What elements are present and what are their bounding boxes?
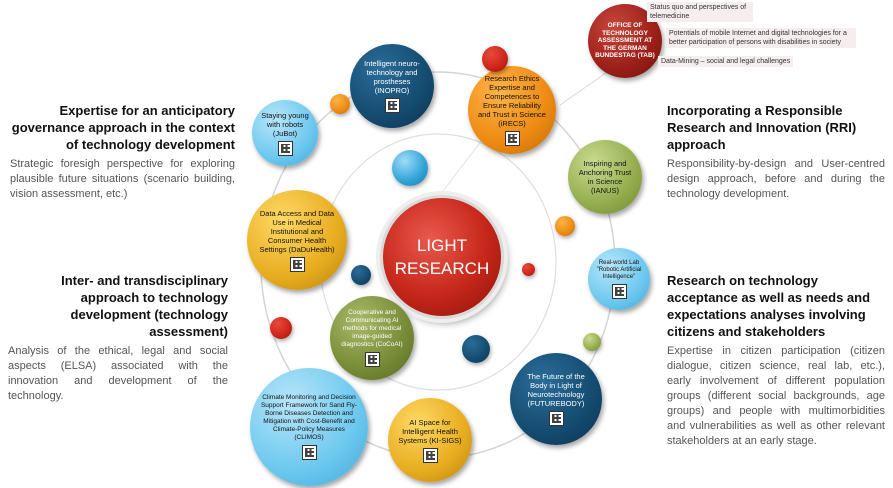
tab-office: OFFICE OF TECHNOLOGY ASSESSMENT AT THE G… bbox=[588, 4, 662, 78]
project-reallab: Real-world Lab "Robotic Artificial Intel… bbox=[588, 248, 650, 310]
acceptance-research-text: Expertise in citizen participation (citi… bbox=[667, 345, 885, 447]
decorative-dot bbox=[555, 216, 575, 236]
project-ianus-label: Inspiring and Anchoring Trust in Science… bbox=[578, 159, 632, 195]
anticipatory-governance-heading: Expertise for an anticipatory governance… bbox=[11, 103, 235, 152]
center-title-line1: LIGHT bbox=[416, 236, 468, 255]
qr-code-icon bbox=[289, 256, 305, 272]
acceptance-research-block: Research on technology acceptance as wel… bbox=[667, 272, 885, 449]
project-cocoai-label: Cooperative and Communicating AI methods… bbox=[341, 309, 403, 348]
qr-code-icon bbox=[364, 352, 380, 367]
anticipatory-governance-text: Strategic foresigh perspective for explo… bbox=[10, 158, 235, 200]
project-inopro: Intelligent neuro-technology and prosthe… bbox=[350, 44, 434, 128]
decorative-dot bbox=[351, 265, 371, 285]
transdisciplinary-heading: Inter- and transdisciplinary approach to… bbox=[61, 273, 228, 339]
project-futurebody-label: The Future of the Body in Light of Neuro… bbox=[527, 372, 585, 408]
project-daduhealth-label: Data Access and Data Use in Medical Inst… bbox=[259, 208, 335, 254]
transdisciplinary-text: Analysis of the ethical, legal and socia… bbox=[8, 345, 228, 402]
decorative-dot bbox=[522, 263, 535, 276]
project-jubot: Staying young with robots (JuBot) bbox=[252, 100, 318, 166]
project-kisigs-label: AI Space for Intelligent Health Systems … bbox=[398, 417, 462, 445]
qr-code-icon bbox=[611, 283, 627, 299]
qr-code-icon bbox=[504, 131, 520, 146]
project-daduhealth: Data Access and Data Use in Medical Inst… bbox=[247, 190, 347, 290]
project-futurebody: The Future of the Body in Light of Neuro… bbox=[510, 353, 602, 445]
qr-code-icon bbox=[277, 140, 293, 156]
decorative-dot bbox=[583, 333, 601, 351]
rri-heading: Incorporating a Responsible Research and… bbox=[667, 103, 857, 152]
light-research-center: LIGHT RESEARCH bbox=[380, 195, 504, 319]
anticipatory-governance-block: Expertise for an anticipatory governance… bbox=[10, 102, 235, 202]
project-jubot-label: Staying young with robots (JuBot) bbox=[261, 110, 309, 138]
project-reallab-label: Real-world Lab "Robotic Artificial Intel… bbox=[596, 259, 642, 280]
rri-text: Responsibility-by-design and User-centre… bbox=[667, 158, 885, 200]
transdisciplinary-block: Inter- and transdisciplinary approach to… bbox=[8, 272, 228, 404]
tab-note-data-mining: Data-Mining – social and legal challenge… bbox=[658, 56, 794, 67]
decorative-dot bbox=[392, 150, 428, 186]
tab-note-mobile-internet: Potentials of mobile Internet and digita… bbox=[666, 28, 856, 48]
decorative-dot bbox=[482, 46, 508, 72]
acceptance-research-heading: Research on technology acceptance as wel… bbox=[667, 273, 871, 339]
center-title-line2: RESEARCH bbox=[394, 259, 490, 278]
project-irecs-label: Research Ethics Expertise and Competence… bbox=[478, 74, 546, 128]
project-ianus: Inspiring and Anchoring Trust in Science… bbox=[568, 140, 642, 214]
decorative-dot bbox=[462, 335, 490, 363]
tab-office-label: OFFICE OF TECHNOLOGY ASSESSMENT AT THE G… bbox=[595, 22, 655, 60]
tab-note-telemedicine: Status quo and perspectives of telemedic… bbox=[647, 2, 753, 22]
qr-code-icon bbox=[301, 445, 317, 460]
qr-code-icon bbox=[422, 447, 438, 463]
qr-code-icon bbox=[548, 411, 564, 426]
project-inopro-label: Intelligent neuro-technology and prosthe… bbox=[364, 59, 420, 95]
project-kisigs: AI Space for Intelligent Health Systems … bbox=[388, 398, 472, 482]
qr-code-icon bbox=[384, 98, 400, 113]
project-climos-label: Climate Monitoring and Decision Support … bbox=[260, 394, 358, 441]
decorative-dot bbox=[330, 94, 350, 114]
rri-block: Incorporating a Responsible Research and… bbox=[667, 102, 885, 202]
decorative-dot bbox=[270, 317, 292, 339]
project-irecs: Research Ethics Expertise and Competence… bbox=[468, 66, 556, 154]
project-cocoai: Cooperative and Communicating AI methods… bbox=[330, 296, 414, 380]
project-climos: Climate Monitoring and Decision Support … bbox=[250, 368, 368, 486]
